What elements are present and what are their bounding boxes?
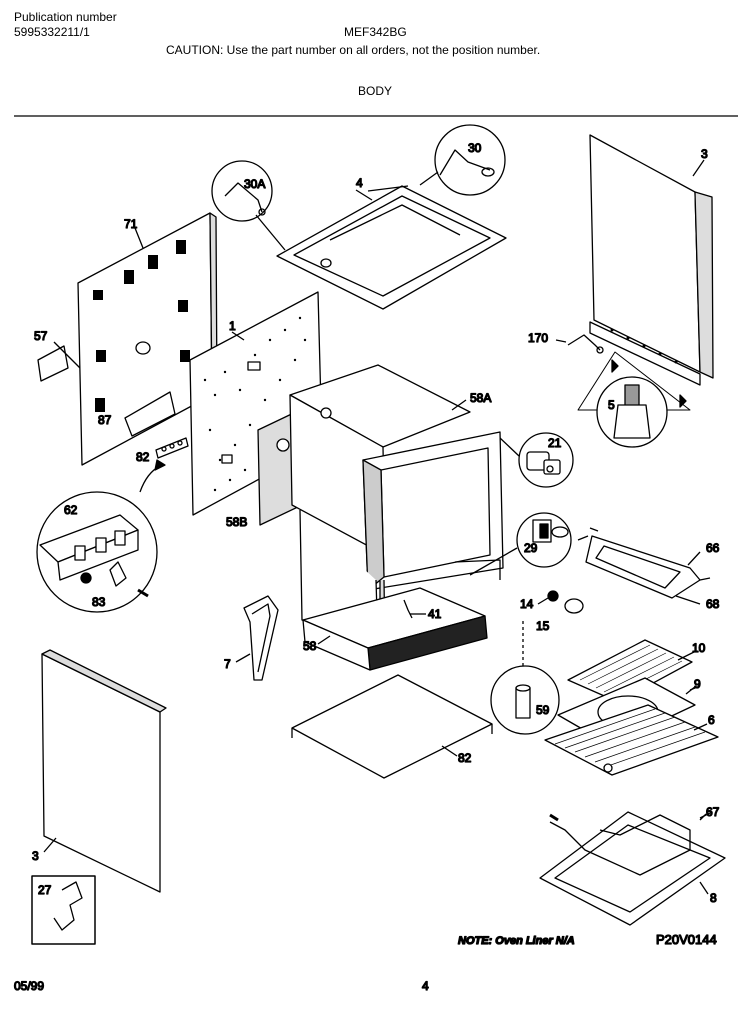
leader-1 bbox=[231, 331, 245, 341]
detail-59 bbox=[490, 620, 560, 735]
callout-71: 71 bbox=[124, 217, 138, 231]
callout-58: 58 bbox=[303, 639, 317, 653]
leader-8 bbox=[699, 881, 709, 895]
leader-58 bbox=[317, 635, 331, 645]
right-side-panel-part bbox=[589, 134, 714, 386]
bottom-insulation-part bbox=[302, 587, 488, 671]
leader-3b bbox=[43, 837, 57, 853]
bracket-part-170 bbox=[555, 334, 604, 354]
callout-58a: 58A bbox=[470, 391, 491, 405]
detail-5 bbox=[577, 351, 691, 448]
leader-10 bbox=[677, 651, 695, 661]
leader-66 bbox=[687, 551, 701, 566]
detail-27 bbox=[31, 875, 96, 945]
leader-68 bbox=[675, 595, 701, 605]
callout-66: 66 bbox=[706, 541, 720, 555]
top-frame-part bbox=[276, 185, 507, 310]
leader-6 bbox=[693, 723, 708, 731]
callout-29: 29 bbox=[524, 541, 538, 555]
terminal-block-part bbox=[155, 437, 189, 459]
section-title: BODY bbox=[358, 84, 393, 98]
bulb-part-15 bbox=[564, 598, 584, 614]
leader-3a bbox=[692, 159, 705, 177]
callout-5: 5 bbox=[608, 398, 615, 412]
detail-21 bbox=[499, 432, 574, 488]
knob-part-14 bbox=[547, 590, 559, 602]
callout-21: 21 bbox=[548, 436, 562, 450]
leader-58a bbox=[451, 399, 467, 411]
oven-bottom-part-8 bbox=[539, 811, 726, 926]
callout-57: 57 bbox=[34, 329, 48, 343]
detail-30a bbox=[211, 160, 286, 251]
callout-3a: 3 bbox=[701, 147, 708, 161]
leader-67 bbox=[699, 813, 707, 821]
oven-liner-note: NOTE: Oven Liner N/A bbox=[458, 935, 575, 947]
leader-14 bbox=[537, 597, 549, 605]
callout-83: 83 bbox=[92, 595, 106, 609]
callout-82a: 82 bbox=[136, 450, 150, 464]
leader-82b bbox=[441, 745, 458, 757]
oven-rack-part-6 bbox=[544, 704, 719, 776]
callout-67: 67 bbox=[706, 805, 720, 819]
leader-9 bbox=[685, 685, 697, 695]
detail-62 bbox=[36, 491, 158, 613]
callout-8: 8 bbox=[710, 891, 717, 905]
leader-7 bbox=[235, 653, 251, 663]
page-number: 4 bbox=[422, 979, 429, 993]
model-number: MEF342BG bbox=[344, 25, 407, 39]
callout-62: 62 bbox=[64, 503, 78, 517]
caution-note: CAUTION: Use the part number on all orde… bbox=[166, 43, 541, 57]
callout-58b: 58B bbox=[226, 515, 247, 529]
callout-30: 30 bbox=[468, 141, 482, 155]
callout-41: 41 bbox=[428, 607, 442, 621]
left-side-panel-part bbox=[41, 649, 167, 893]
callout-10: 10 bbox=[692, 641, 706, 655]
callout-9: 9 bbox=[694, 677, 701, 691]
drawing-code: P20V0144 bbox=[656, 932, 717, 947]
hinge-part-7 bbox=[243, 595, 279, 681]
callout-6: 6 bbox=[708, 713, 715, 727]
broiler-grid-part-10 bbox=[567, 639, 693, 703]
revision-date: 05/99 bbox=[14, 979, 44, 993]
callout-14: 14 bbox=[520, 597, 534, 611]
publication-label: Publication number bbox=[14, 10, 117, 24]
detail-arrow bbox=[139, 465, 161, 493]
arrow-head bbox=[154, 459, 166, 471]
callout-7: 7 bbox=[224, 657, 231, 671]
detail-30 bbox=[419, 124, 506, 196]
publication-number: 5995332211/1 bbox=[14, 25, 90, 39]
callout-68: 68 bbox=[706, 597, 720, 611]
detail-29 bbox=[469, 512, 572, 576]
callout-15: 15 bbox=[536, 619, 550, 633]
callout-1: 1 bbox=[229, 319, 236, 333]
callout-82b: 82 bbox=[458, 751, 472, 765]
leader-71 bbox=[134, 227, 144, 249]
callout-59: 59 bbox=[536, 703, 550, 717]
leader-4 bbox=[355, 189, 373, 201]
callout-3b: 3 bbox=[32, 849, 39, 863]
broil-element-part bbox=[577, 527, 711, 599]
bake-element-part-67 bbox=[549, 811, 713, 876]
bracket-part-57 bbox=[37, 345, 69, 382]
callout-30a: 30A bbox=[244, 177, 265, 191]
callout-170: 170 bbox=[528, 331, 548, 345]
callout-27: 27 bbox=[38, 883, 52, 897]
leader-57 bbox=[53, 341, 81, 369]
oven-cavity-part bbox=[289, 364, 504, 649]
leader-41 bbox=[403, 599, 413, 619]
callout-4: 4 bbox=[356, 176, 363, 190]
callout-87: 87 bbox=[98, 413, 112, 427]
